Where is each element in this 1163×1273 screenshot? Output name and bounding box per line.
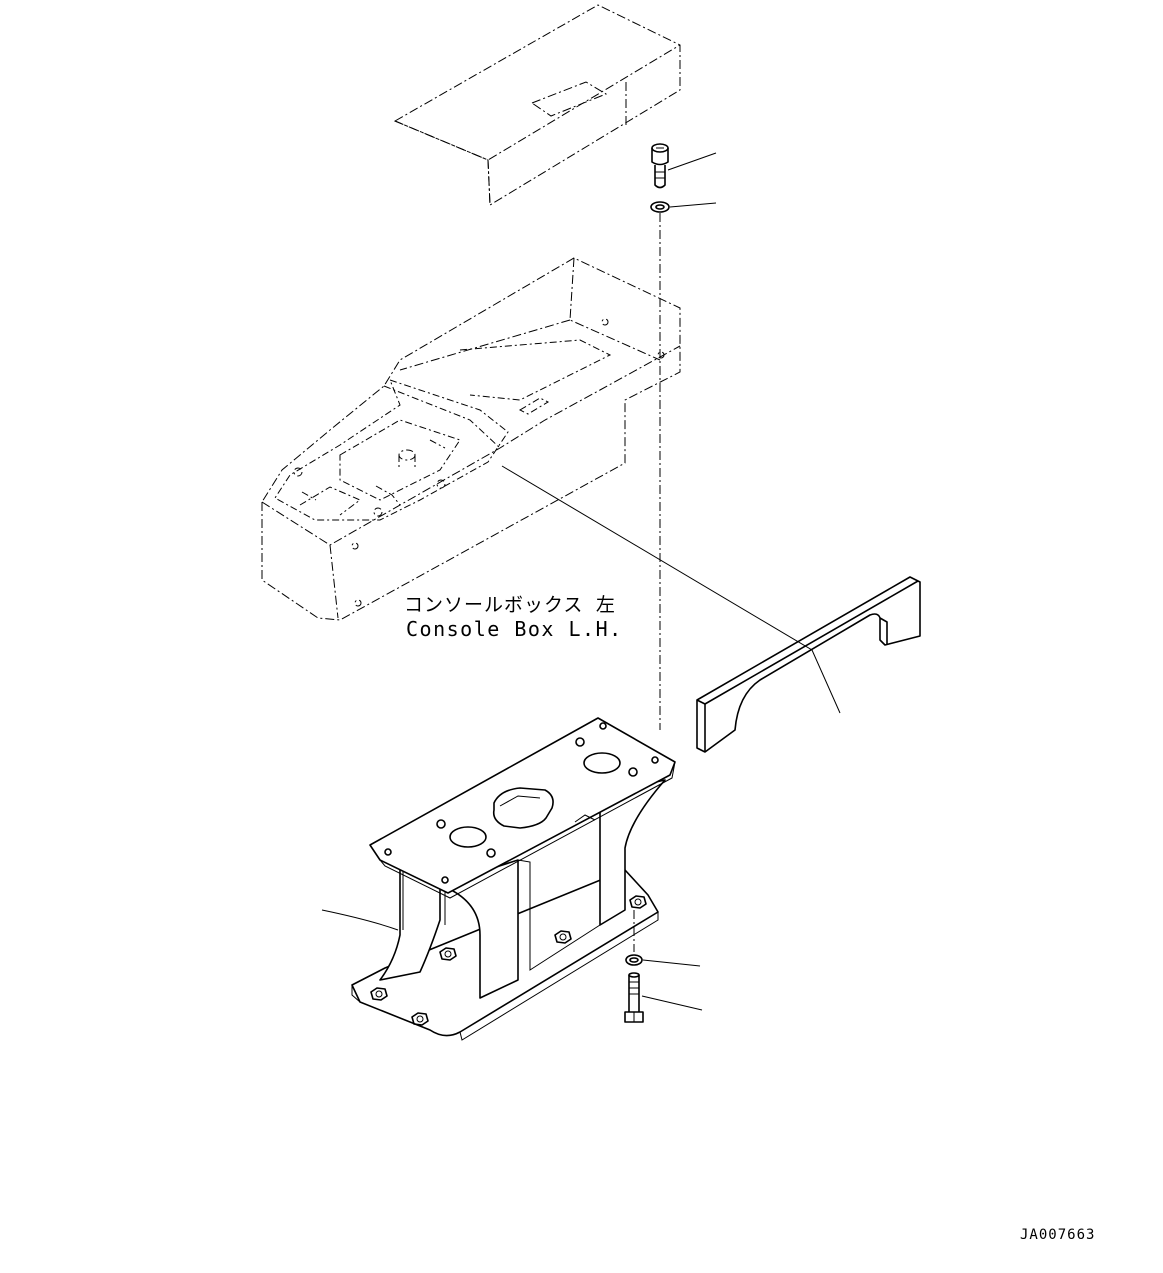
- washer-top: [650, 201, 670, 213]
- washer-bottom: [625, 954, 643, 966]
- leader-bracket: [321, 909, 399, 931]
- console-bracket: [351, 717, 676, 1041]
- drawing-number: JA007663: [1020, 1227, 1096, 1243]
- console-box-label-en: Console Box L.H.: [406, 617, 623, 641]
- console-box-phantom: [261, 257, 681, 621]
- leader-washer-top: [669, 202, 717, 208]
- leader-cap-screw: [667, 152, 717, 171]
- leader-console-spacer: [501, 465, 841, 714]
- leader-bolt: [641, 995, 703, 1011]
- hex-bolt: [624, 972, 644, 1023]
- base-nuts: [370, 895, 647, 1026]
- leader-washer-bottom: [642, 959, 701, 967]
- cap-screw: [651, 143, 669, 189]
- console-box-label-jp: コンソールボックス 左: [404, 594, 616, 616]
- spacer-plate: [696, 576, 921, 753]
- console-lid-phantom: [393, 4, 681, 206]
